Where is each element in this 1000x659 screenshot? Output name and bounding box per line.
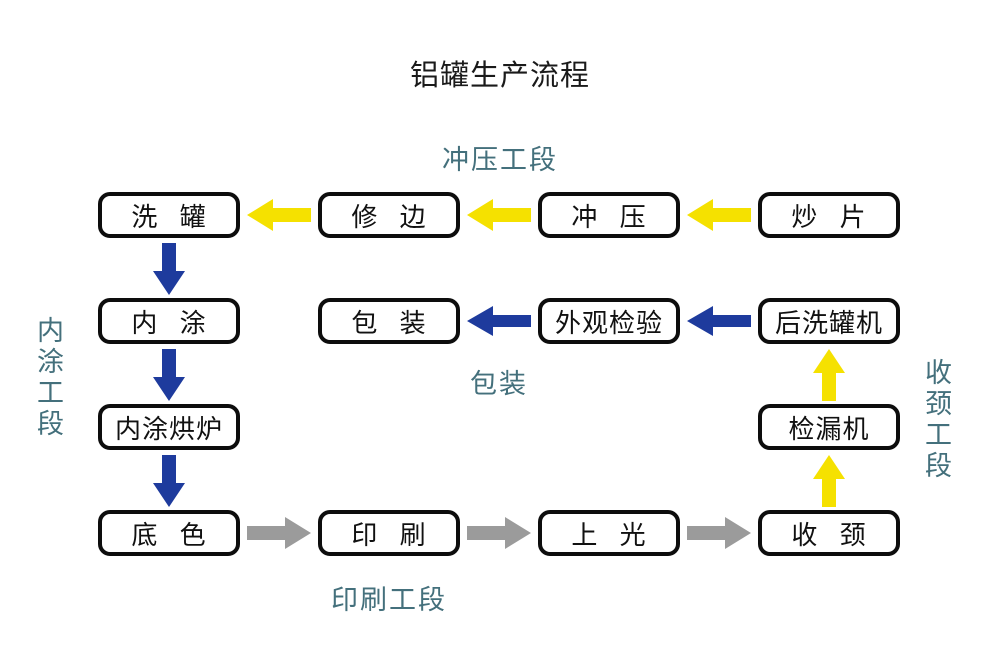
blue-down-arrow — [153, 349, 185, 401]
page-title: 铝罐生产流程 — [409, 58, 590, 92]
yellow-left-arrow — [247, 199, 311, 231]
section-label-stamping: 冲压工段 — [442, 145, 558, 176]
node-packing: 包 装 — [318, 298, 460, 344]
node-coating-oven: 内涂烘炉 — [98, 404, 240, 450]
node-appearance-inspection: 外观检验 — [538, 298, 680, 344]
node-sheet-prep: 炒 片 — [758, 192, 900, 238]
gray-right-arrow — [247, 517, 311, 549]
node-post-washer: 后洗罐机 — [758, 298, 900, 344]
node-necking: 收 颈 — [758, 510, 900, 556]
blue-left-arrow — [687, 306, 751, 336]
yellow-left-arrow — [467, 199, 531, 231]
blue-down-arrow — [153, 243, 185, 295]
node-leak-tester: 检漏机 — [758, 404, 900, 450]
section-label-packing: 包装 — [470, 369, 528, 400]
node-stamping: 冲 压 — [538, 192, 680, 238]
node-printing: 印 刷 — [318, 510, 460, 556]
blue-down-arrow — [153, 455, 185, 507]
yellow-up-arrow — [813, 455, 845, 507]
section-label-necking: 收颈工段 — [920, 358, 951, 482]
yellow-up-arrow — [813, 349, 845, 401]
section-label-printing: 印刷工段 — [331, 585, 447, 616]
blue-left-arrow — [467, 306, 531, 336]
node-base-coat: 底 色 — [98, 510, 240, 556]
yellow-left-arrow — [687, 199, 751, 231]
gray-right-arrow — [467, 517, 531, 549]
node-trimming: 修 边 — [318, 192, 460, 238]
node-wash-can: 洗 罐 — [98, 192, 240, 238]
gray-right-arrow — [687, 517, 751, 549]
node-inner-coat: 内 涂 — [98, 298, 240, 344]
node-varnish: 上 光 — [538, 510, 680, 556]
section-label-inner-coating: 内涂工段 — [32, 316, 63, 440]
